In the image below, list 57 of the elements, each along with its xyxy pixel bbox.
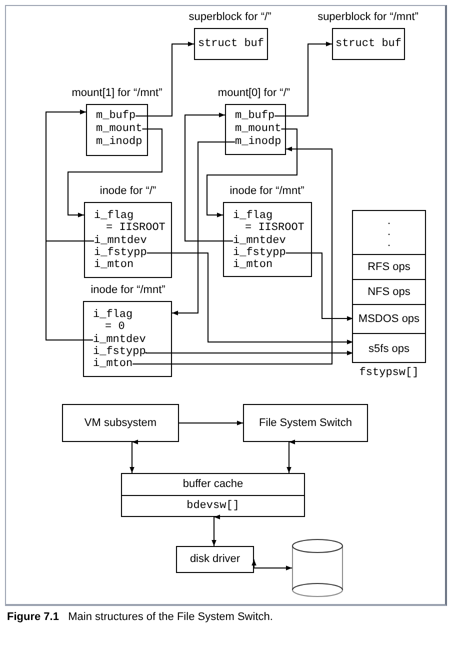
arrow [206, 128, 298, 218]
node-heading: superblock for “/” [188, 10, 272, 24]
buffer-cache-box [121, 473, 305, 517]
process-box: VM subsystem [62, 404, 179, 442]
arrow [252, 559, 292, 570]
table-row: RFS ops [353, 254, 425, 279]
arrow [146, 252, 354, 344]
figure-caption: Figure 7.1 Main structures of the File System Switch. [7, 610, 273, 625]
table-row: s5fs ops [353, 333, 425, 364]
node-heading: superblock for “/mnt” [318, 10, 418, 24]
field-name: m_bufp [96, 110, 136, 122]
box-label: buffer cache [182, 477, 244, 492]
field-name: m_mount [96, 123, 142, 135]
table-row: MSDOS ops [353, 304, 425, 333]
node-heading: inode for “/mnt” [230, 184, 304, 198]
field-name: m_inodp [235, 136, 282, 148]
struct-box [84, 202, 172, 278]
field-name: m_inodp [96, 136, 142, 148]
field-name: i_fstypp [94, 247, 147, 259]
struct-box [86, 104, 148, 156]
field-name: i_mton [94, 259, 134, 271]
arrow [274, 42, 332, 116]
struct-box: struct buf [332, 28, 405, 60]
struct-box [225, 104, 286, 155]
field-name: i_mntdev [94, 235, 147, 247]
field-name: i_mton [233, 259, 273, 271]
arrow [145, 350, 354, 356]
arrow [285, 252, 354, 321]
struct-box: struct buf [194, 28, 268, 60]
field-name: i_mton [93, 358, 133, 370]
arrow [132, 146, 332, 364]
disk-cylinder-symbol [292, 539, 343, 597]
arrow [184, 112, 234, 242]
process-box: File System Switch [243, 404, 368, 442]
arrow [172, 142, 236, 316]
node-heading: inode for “/mnt” [90, 283, 166, 297]
arrow [68, 128, 162, 218]
node-heading: mount[0] for “/” [218, 86, 290, 100]
struct-box [223, 202, 312, 277]
field-name: i_mntdev [93, 334, 146, 346]
arrow [135, 42, 194, 116]
arrow [46, 110, 94, 340]
node-heading: mount[1] for “/mnt” [72, 86, 162, 100]
field-name: i_fstypp [233, 247, 286, 259]
field-name: i_fstypp [93, 346, 146, 358]
struct-box [83, 301, 172, 377]
table-box [352, 210, 426, 363]
field-name: i_mntdev [233, 235, 286, 247]
arrow [178, 420, 244, 426]
process-box: disk driver [176, 546, 254, 573]
node-heading: fstypsw[] [359, 366, 419, 380]
field-name: m_mount [235, 123, 282, 135]
node-heading: inode for “/” [100, 184, 156, 198]
table-row: . . . [353, 211, 425, 254]
box-label: bdevsw[] [122, 494, 304, 516]
table-row: NFS ops [353, 279, 425, 304]
field-name: m_bufp [235, 110, 275, 122]
